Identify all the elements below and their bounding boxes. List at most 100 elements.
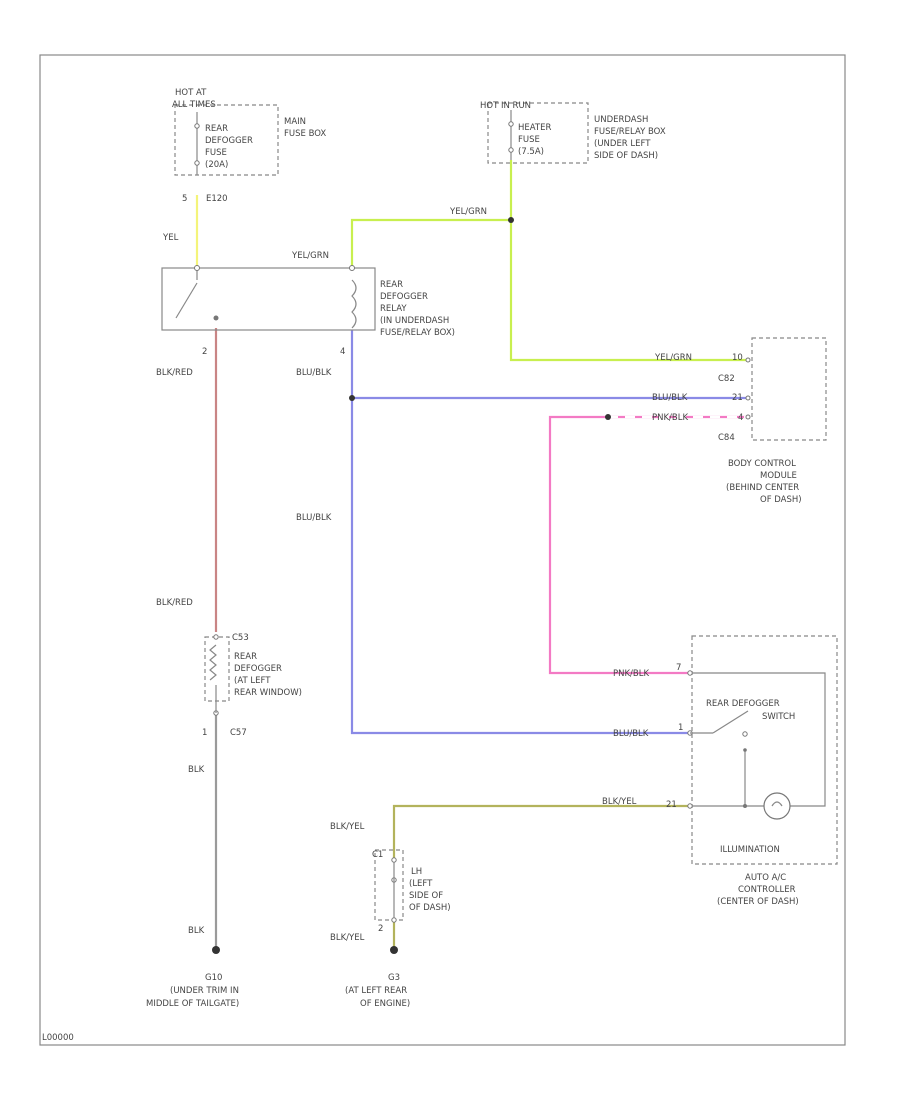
lh-connector (374, 849, 404, 921)
conn-c1-label: C1 (372, 850, 383, 860)
conn-c82-label: C82 (718, 374, 735, 384)
wire-pnk-blk (548, 415, 748, 675)
pin-2b-label: 2 (378, 924, 383, 934)
ground-g3-label: G3 (388, 973, 400, 983)
rear-defogger-relay (161, 267, 376, 331)
conn-c53-label: C53 (232, 633, 249, 643)
rear-defogger-fuse-label-4: (20A) (205, 160, 228, 170)
underdash-box-label-3: (UNDER LEFT (594, 139, 651, 149)
grid-terminal-top (213, 634, 219, 640)
wire-blu-blk-label-3: BLU/BLK (296, 513, 332, 523)
switch-pivot (743, 748, 747, 752)
bcm-pin-4-label: 4 (738, 413, 743, 423)
heater-fuse-terminal-bottom (508, 147, 514, 153)
switch-contact (742, 731, 748, 737)
figure-id: L00000 (42, 1033, 74, 1043)
ac-pin-1-label: 1 (678, 723, 683, 733)
auto-ac-controller (691, 635, 838, 865)
wire-pnk-blk-label-1: PNK/BLK (652, 413, 688, 423)
wire-blu-blk-switch (350, 330, 690, 735)
conn-e120-label: E120 (206, 194, 228, 204)
wire-yel-grn-label-3: YEL/GRN (654, 353, 692, 363)
bcm-terminal-21 (745, 395, 751, 401)
relay-coil (351, 279, 357, 329)
pin-1-label: 1 (202, 728, 207, 738)
heater-fuse-label-3: (7.5A) (518, 147, 544, 157)
wire-blk-red-label-1: BLK/RED (156, 368, 193, 378)
underdash-box-label-2: FUSE/RELAY BOX (594, 127, 666, 137)
bcm-pin-21-label: 21 (732, 393, 743, 403)
diagram-frame (39, 54, 846, 1046)
rear-defogger-fuse-label-3: FUSE (205, 148, 227, 158)
bcm-pin-10-label: 10 (732, 353, 743, 363)
relay-label-2: DEFOGGER (380, 292, 428, 302)
pin-5-label: 5 (182, 194, 187, 204)
wire-pnk-blk-label-2: PNK/BLK (613, 669, 649, 679)
heater-fuse-label-2: FUSE (518, 135, 540, 145)
lh-label-4: OF DASH) (409, 903, 451, 913)
heater-fuse-terminal-top (508, 121, 514, 127)
ac-pin-21-label: 21 (666, 800, 677, 810)
underdash-fuse-box (487, 102, 589, 164)
lh-label-1: LH (411, 867, 422, 877)
relay-terminal-bottom-left (213, 315, 219, 321)
grid-label-4: REAR WINDOW) (234, 688, 302, 698)
lh-terminal-bottom (391, 917, 397, 923)
bcm-terminal-10 (745, 357, 751, 363)
ac-terminal-7 (687, 670, 693, 676)
rear-defogger-fuse-label-2: DEFOGGER (205, 136, 253, 146)
lh-label-2: (LEFT (409, 879, 433, 889)
rear-defogger-grid (204, 636, 230, 702)
main-fuse-box-label-2: FUSE BOX (284, 129, 326, 139)
hot-at-label-1: HOT AT (175, 88, 207, 98)
ac-label-1: AUTO A/C (745, 873, 786, 883)
illumination-filament (771, 801, 783, 807)
wire-blk-yel (392, 804, 690, 860)
splice-pnk-blk (605, 414, 611, 420)
splice-yel-grn (508, 217, 514, 223)
rear-defogger-fuse-label-1: REAR (205, 124, 228, 134)
wire-blk-yel-label-3: BLK/YEL (330, 933, 365, 943)
wire-yel-label: YEL (162, 233, 179, 243)
relay-terminal-top-left (194, 265, 200, 271)
relay-label-4: (IN UNDERDASH (380, 316, 449, 326)
wire-yel-grn-bcm (509, 160, 748, 362)
illumination-bulb-icon (763, 792, 791, 820)
pin-4-label: 4 (340, 347, 345, 357)
switch-housing (692, 672, 826, 807)
wire-blk-red-label-2: BLK/RED (156, 598, 193, 608)
ac-label-3: (CENTER OF DASH) (717, 897, 799, 907)
wire-yel-grn-label-2: YEL/GRN (291, 251, 329, 261)
relay-contact-arm (175, 282, 198, 319)
relay-label-3: RELAY (380, 304, 407, 314)
bcm-label-4: OF DASH) (760, 495, 802, 505)
ac-label-2: CONTROLLER (738, 885, 796, 895)
lh-terminal-top (391, 857, 397, 863)
bcm-label-1: BODY CONTROL (728, 459, 796, 469)
splice-blu-blk (349, 395, 355, 401)
pin-2-label: 2 (202, 347, 207, 357)
wire-blk-label-1: BLK (188, 765, 205, 775)
wire-blu-blk-label-2: BLU/BLK (652, 393, 688, 403)
bcm-terminal-4 (745, 414, 751, 420)
main-fuse-box (174, 104, 279, 176)
hot-at-label-2: ALL TIMES (172, 100, 216, 110)
grid-label-1: REAR (234, 652, 257, 662)
body-control-module (751, 337, 827, 441)
wire-blk-yel-label-2: BLK/YEL (330, 822, 365, 832)
main-fuse-terminal-bottom (194, 160, 200, 166)
ground-g3-location-2: OF ENGINE) (360, 999, 410, 1009)
ground-g3-dot (390, 946, 398, 954)
ground-g10-location-1: (UNDER TRIM IN (170, 986, 239, 996)
wire-blu-blk-label-4: BLU/BLK (613, 729, 649, 739)
underdash-box-label-1: UNDERDASH (594, 115, 648, 125)
ground-g10-location-2: MIDDLE OF TAILGATE) (146, 999, 239, 1009)
ground-g10-dot (212, 946, 220, 954)
relay-label-5: FUSE/RELAY BOX) (380, 328, 455, 338)
wire-blu-blk-label-1: BLU/BLK (296, 368, 332, 378)
underdash-box-label-4: SIDE OF DASH) (594, 151, 658, 161)
conn-c57-label: C57 (230, 728, 247, 738)
illumination-label: ILLUMINATION (720, 845, 780, 855)
ground-g10-label: G10 (205, 973, 222, 983)
